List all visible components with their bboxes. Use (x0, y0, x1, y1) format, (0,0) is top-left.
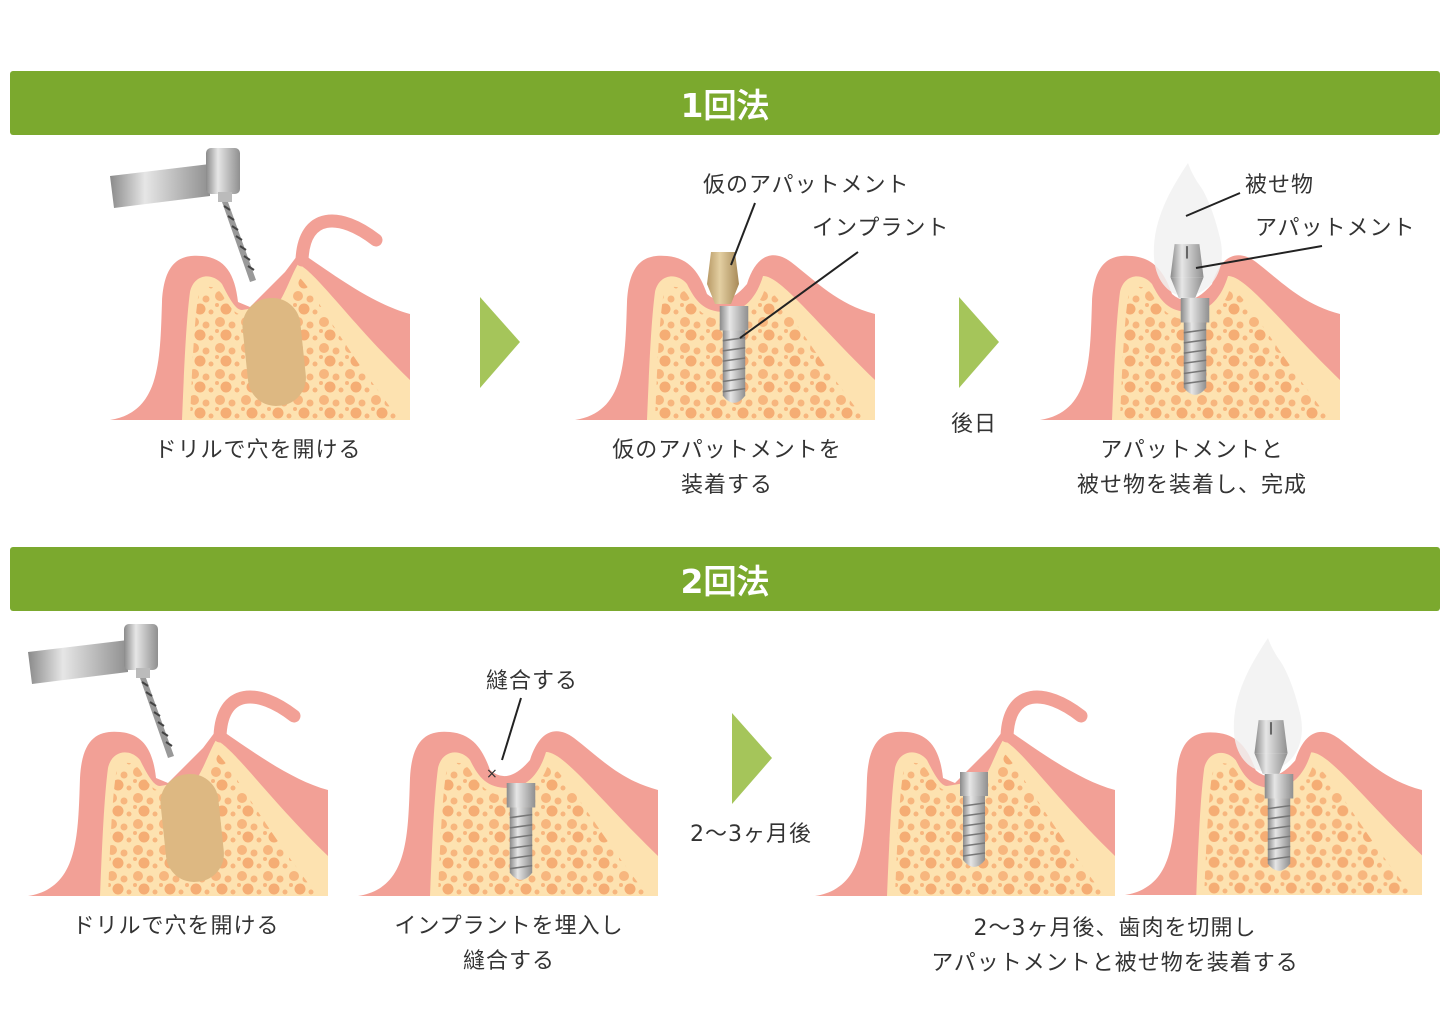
tag-implant: インプラント (812, 216, 950, 241)
arrow-icon (732, 713, 772, 804)
caption-line: 2〜3ヶ月後、歯肉を切開し (973, 916, 1257, 941)
caption-line: 縫合する (462, 949, 555, 974)
caption-s2-step3: 2〜3ヶ月後、歯肉を切開しアパットメントと被せ物を装着する (931, 911, 1299, 981)
s2-step1-illustration (28, 623, 328, 896)
tag-temp-abutment: 仮のアパットメント (703, 173, 910, 198)
arrow-note-s2: 2〜3ヶ月後 (690, 822, 812, 847)
arrow-icon (480, 297, 520, 388)
tag-suture: 縫合する (486, 669, 579, 694)
caption-line: 仮のアパットメントを (612, 438, 842, 463)
caption-s1-step1: ドリルで穴を開ける (154, 433, 361, 468)
s2-step4-illustration (1125, 638, 1422, 895)
arrow-icon (959, 297, 999, 388)
tag-crown: 被せ物 (1245, 173, 1315, 198)
section2-title: 2回法 (680, 562, 770, 601)
caption-s2-step1: ドリルで穴を開ける (72, 909, 279, 944)
s1-step3-illustration (1040, 163, 1340, 420)
tag-abutment: アパットメント (1255, 216, 1416, 241)
s1-step1-illustration (110, 147, 410, 420)
s2-step3-illustration (815, 697, 1115, 896)
caption-s1-step2: 仮のアパットメントを装着する (612, 433, 842, 503)
section1-title: 1回法 (680, 86, 770, 125)
caption-line: ドリルで穴を開ける (72, 914, 280, 939)
s1-step2-illustration (575, 202, 875, 420)
caption-line: 被せ物を装着し、完成 (1076, 473, 1308, 498)
caption-s1-step3: アパットメントと被せ物を装着し、完成 (1077, 433, 1307, 503)
caption-line: 装着する (680, 473, 773, 498)
arrow-note-s1: 後日 (950, 412, 998, 437)
caption-line: アパットメントと被せ物を装着する (931, 951, 1299, 976)
section1-header: 1回法 (10, 71, 1440, 135)
caption-line: ドリルで穴を開ける (154, 438, 362, 463)
s2-step2-illustration: × (358, 697, 658, 896)
svg-text:×: × (486, 766, 498, 782)
section2-header: 2回法 (10, 547, 1440, 611)
caption-line: アパットメントと (1100, 438, 1284, 463)
caption-line: インプラントを埋入し (394, 914, 624, 939)
caption-s2-step2: インプラントを埋入し縫合する (394, 909, 623, 979)
